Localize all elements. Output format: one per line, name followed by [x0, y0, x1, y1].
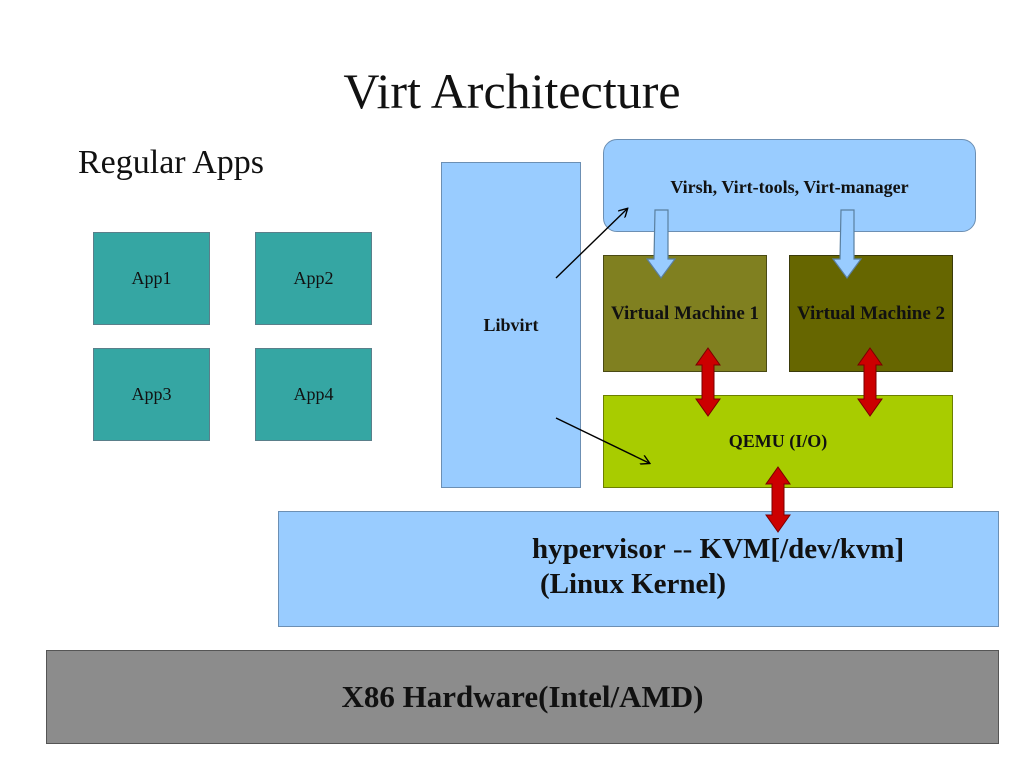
virtual-machine-2-label: Virtual Machine 2	[796, 303, 946, 324]
virtual-machine-1-label: Virtual Machine 1	[610, 303, 760, 324]
hypervisor-box	[278, 511, 999, 627]
virtual-machine-2-box: Virtual Machine 2	[789, 255, 953, 372]
virtual-machine-1-box: Virtual Machine 1	[603, 255, 767, 372]
hardware-box: X86 Hardware(Intel/AMD)	[46, 650, 999, 744]
libvirt-box: Libvirt	[441, 162, 581, 488]
kvm-label: KVM[/dev/kvm]	[699, 533, 905, 565]
regular-apps-heading: Regular Apps	[78, 144, 265, 181]
slide-title: Virt Architecture	[343, 63, 681, 119]
app3-box: App3	[93, 348, 210, 441]
hypervisor-word: hypervisor	[532, 533, 666, 565]
hypervisor-dash: --	[665, 533, 700, 565]
app2-box: App2	[255, 232, 372, 325]
qemu-box: QEMU (I/O)	[603, 395, 953, 488]
hypervisor-label: hypervisor -- KVM[/dev/kvm]	[532, 533, 904, 566]
management-tools-box: Virsh, Virt-tools, Virt-manager	[603, 139, 976, 232]
app1-box: App1	[93, 232, 210, 325]
app4-box: App4	[255, 348, 372, 441]
linux-kernel-label: (Linux Kernel)	[540, 568, 727, 600]
